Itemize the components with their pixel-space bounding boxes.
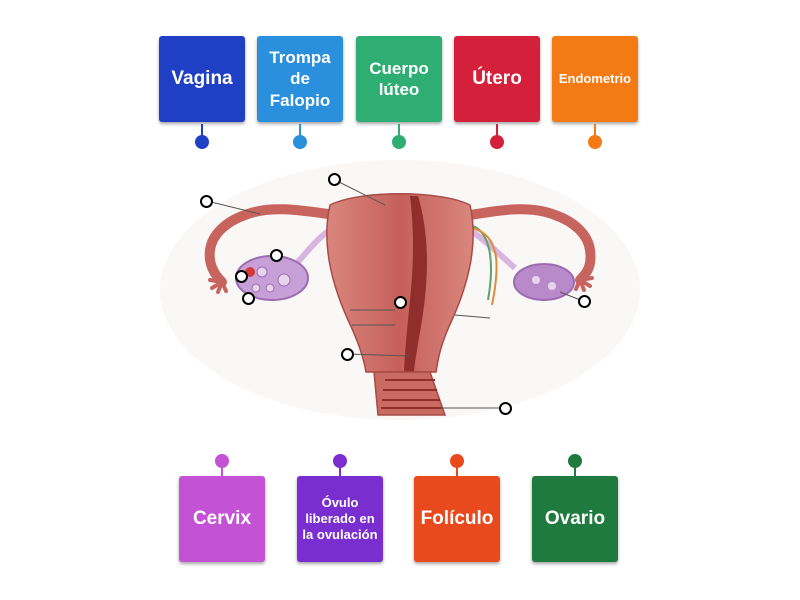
label-text: Útero (472, 68, 522, 90)
leader-line (334, 179, 386, 206)
label-text: Ovario (544, 508, 606, 530)
label-tile-endometrio[interactable]: Endometrio (552, 36, 638, 122)
vagina-canal (373, 371, 447, 416)
leader-line (206, 200, 261, 215)
follicle (251, 283, 261, 293)
hotspot-ovario[interactable] (578, 295, 591, 308)
hotspot-cervix[interactable] (341, 348, 354, 361)
pin-dot[interactable] (333, 454, 347, 468)
pin-stem (594, 124, 596, 136)
label-tile-foliculo[interactable]: Folículo (414, 476, 500, 562)
label-tile-vagina[interactable]: Vagina (159, 36, 245, 122)
label-text: Vagina (171, 68, 233, 90)
pin-stem (221, 464, 223, 476)
pin-dot[interactable] (568, 454, 582, 468)
hotspot-foliculo[interactable] (235, 270, 248, 283)
pin-stem (201, 124, 203, 136)
follicle (548, 282, 556, 290)
leader-line (347, 353, 411, 357)
leader-line (454, 314, 491, 319)
right-fimbriae (574, 276, 594, 292)
follicle (256, 266, 268, 278)
right-fallopian-tube (465, 204, 596, 285)
pin-stem (299, 124, 301, 136)
pin-stem (398, 124, 400, 136)
follicle (265, 283, 275, 293)
pin-dot[interactable] (195, 135, 209, 149)
pin-dot[interactable] (215, 454, 229, 468)
pin-dot[interactable] (588, 135, 602, 149)
vaginal-rugae (381, 379, 442, 409)
hotspot-trompa[interactable] (200, 195, 213, 208)
hotspot-vagina[interactable] (499, 402, 512, 415)
label-text: Trompa de Falopio (269, 48, 331, 110)
hotspot-endometrio[interactable] (394, 296, 407, 309)
right-ovary (513, 263, 575, 301)
pin-dot[interactable] (392, 135, 406, 149)
follicle (532, 276, 540, 284)
left-fimbriae (208, 278, 228, 294)
left-fallopian-tube (204, 204, 340, 287)
label-tile-ovario[interactable]: Ovario (532, 476, 618, 562)
uterine-cavity (404, 196, 427, 372)
pin-dot[interactable] (450, 454, 464, 468)
follicle (277, 273, 291, 287)
hotspot-ovulo[interactable] (270, 249, 283, 262)
pin-dot[interactable] (490, 135, 504, 149)
label-text: Cervix (192, 508, 252, 530)
hotspot-utero[interactable] (328, 173, 341, 186)
label-tile-utero[interactable]: Útero (454, 36, 540, 122)
label-text: Cuerpo lúteo (369, 58, 429, 99)
label-text: Endometrio (558, 70, 632, 86)
pin-stem (456, 464, 458, 476)
blood-vessel-green (469, 224, 492, 301)
label-text: Óvulo liberado en la ovulación (302, 494, 378, 543)
pin-dot[interactable] (293, 135, 307, 149)
label-tile-trompa-de-falopio[interactable]: Trompa de Falopio (257, 36, 343, 122)
label-tile-cervix[interactable]: Cervix (179, 476, 265, 562)
hotspot-cuerpo-luteo[interactable] (242, 292, 255, 305)
label-tile-ovulo-liberado[interactable]: Óvulo liberado en la ovulación (297, 476, 383, 562)
label-text: Folículo (420, 508, 494, 530)
label-tile-cuerpo-luteo[interactable]: Cuerpo lúteo (356, 36, 442, 122)
uterus-body (326, 193, 474, 373)
pin-stem (574, 464, 576, 476)
pin-stem (339, 464, 341, 476)
pin-stem (496, 124, 498, 136)
blood-vessel-orange (471, 227, 498, 306)
